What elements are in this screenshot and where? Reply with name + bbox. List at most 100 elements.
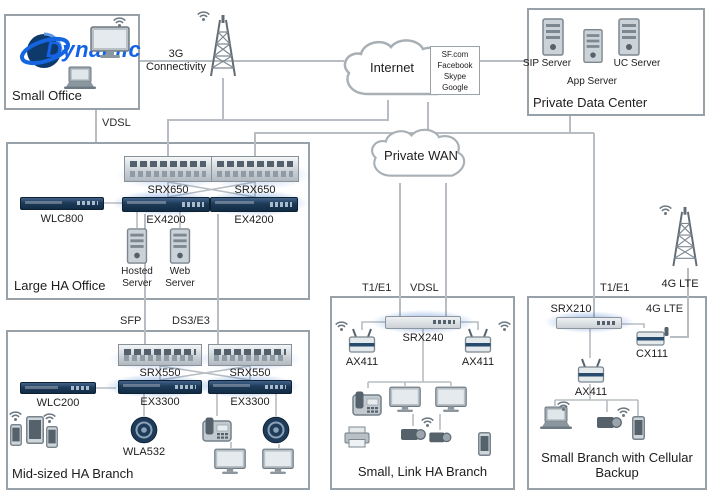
- ax411-access-point-icon: [463, 328, 493, 354]
- smartphone-icon: [46, 426, 58, 448]
- srx650-label-2: SRX650: [234, 184, 276, 196]
- smartphone-icon: [632, 416, 645, 440]
- srx550-label-2: SRX550: [229, 367, 271, 379]
- uc-server-icon: [618, 18, 640, 56]
- internet-services-box: SF.com Facebook Skype Google: [430, 46, 480, 95]
- wireless-waves-icon: [497, 318, 512, 333]
- ax411-label-2: AX411: [461, 356, 495, 368]
- uc-server-label: UC Server: [613, 58, 661, 69]
- srx210-device: [556, 317, 622, 329]
- laptop-icon: [62, 66, 98, 90]
- wireless-waves-icon: [334, 318, 349, 333]
- srx650-device-1: [124, 156, 212, 182]
- web-server-icon: [169, 228, 191, 264]
- private-data-center-title: Private Data Center: [533, 95, 648, 110]
- ex4200-device-2: [210, 197, 298, 212]
- desktop-monitor-icon: [214, 448, 246, 476]
- cx111-label: CX111: [635, 348, 668, 360]
- dynamic-logo-icon: [18, 24, 72, 78]
- wlc800-device: [20, 197, 104, 210]
- wireless-waves-icon: [420, 414, 435, 429]
- 4g-lte-link-label: 4G LTE: [646, 303, 684, 315]
- wla532-label: WLA532: [122, 446, 166, 458]
- internet-label: Internet: [369, 60, 415, 75]
- app-server-label: App Server: [566, 76, 618, 87]
- service-label: Skype: [443, 71, 467, 81]
- ex4200-label-2: EX4200: [234, 214, 274, 226]
- wireless-waves-icon: [8, 408, 23, 423]
- 4g-lte-tower-label: 4G LTE: [661, 278, 699, 290]
- private-wan-label: Private WAN: [384, 148, 458, 163]
- wla532-access-point-icon: [130, 416, 158, 444]
- srx240-label: SRX240: [402, 332, 444, 344]
- t1-e1-right-label: T1/E1: [600, 282, 630, 294]
- ax411-access-point-icon: [576, 358, 606, 384]
- smartphone-icon: [10, 424, 22, 446]
- wireless-waves-icon: [196, 8, 211, 23]
- small-branch-cellular-title: Small Branch with Cellular Backup: [541, 450, 693, 480]
- service-label: Facebook: [437, 60, 473, 70]
- laptop-icon: [538, 406, 574, 430]
- srx550-device-2: [208, 344, 292, 366]
- srx210-label: SRX210: [550, 303, 592, 315]
- wan-links: [95, 60, 689, 344]
- srx240-device: [385, 316, 461, 329]
- ex4200-label-1: EX4200: [146, 214, 186, 226]
- ex3300-device-2: [208, 380, 292, 394]
- sip-server-label: SIP Server: [522, 58, 572, 69]
- ex3300-label-2: EX3300: [230, 396, 270, 408]
- ex3300-device-1: [118, 380, 202, 394]
- wireless-waves-icon: [616, 404, 631, 419]
- wla532-access-point-icon: [262, 416, 290, 444]
- cx111-bridge-icon: [636, 326, 670, 346]
- printer-icon: [344, 426, 370, 448]
- small-office-title: Small Office: [12, 88, 82, 103]
- wlc200-label: WLC200: [36, 397, 80, 409]
- wireless-waves-icon: [556, 398, 571, 413]
- srx650-label-1: SRX650: [147, 184, 189, 196]
- mid-ha-branch-title: Mid-sized HA Branch: [12, 466, 134, 481]
- radio-tower-icon: [205, 14, 241, 78]
- srx550-device-1: [118, 344, 202, 366]
- vdsl-mid-label: VDSL: [410, 282, 439, 294]
- tablet-icon: [26, 416, 44, 444]
- sip-server-icon: [542, 18, 564, 56]
- wireless-waves-icon: [658, 202, 673, 217]
- desktop-monitor-icon: [90, 26, 130, 60]
- handheld-scanner-icon: [428, 428, 452, 444]
- hosted-server-icon: [126, 228, 148, 264]
- vdsl-top-label: VDSL: [102, 117, 131, 129]
- desk-phone-icon: [352, 390, 382, 416]
- hosted-server-label: Hosted Server: [121, 266, 153, 289]
- ax411-access-point-icon: [347, 328, 377, 354]
- srx550-label-1: SRX550: [139, 367, 181, 379]
- wlc200-device: [20, 382, 96, 394]
- service-label: SF.com: [441, 49, 469, 59]
- desktop-monitor-icon: [262, 448, 294, 476]
- srx650-device-2: [211, 156, 299, 182]
- wireless-waves-icon: [112, 14, 127, 29]
- web-server-label: Web Server: [165, 266, 195, 289]
- ax411-label-1: AX411: [345, 356, 379, 368]
- desk-phone-icon: [202, 416, 232, 442]
- ax411-label-3: AX411: [574, 386, 608, 398]
- 3g-connectivity-label: 3G Connectivity: [146, 48, 206, 73]
- small-link-ha-branch-title: Small, Link HA Branch: [357, 464, 488, 479]
- ds3-e3-label: DS3/E3: [172, 315, 210, 327]
- service-label: Google: [442, 82, 468, 92]
- large-ha-office-title: Large HA Office: [14, 278, 106, 293]
- wlc800-label: WLC800: [40, 213, 84, 225]
- handheld-scanner-icon: [596, 412, 622, 430]
- ex3300-label-1: EX3300: [140, 396, 180, 408]
- ex4200-device-1: [122, 197, 210, 212]
- desktop-monitor-icon: [435, 386, 467, 414]
- radio-tower-icon: [666, 206, 704, 268]
- desktop-monitor-icon: [389, 386, 421, 414]
- t1-e1-left-label: T1/E1: [362, 282, 392, 294]
- app-server-icon: [583, 26, 603, 66]
- wireless-waves-icon: [42, 410, 57, 425]
- handheld-scanner-icon: [400, 424, 426, 442]
- smartphone-icon: [478, 432, 491, 456]
